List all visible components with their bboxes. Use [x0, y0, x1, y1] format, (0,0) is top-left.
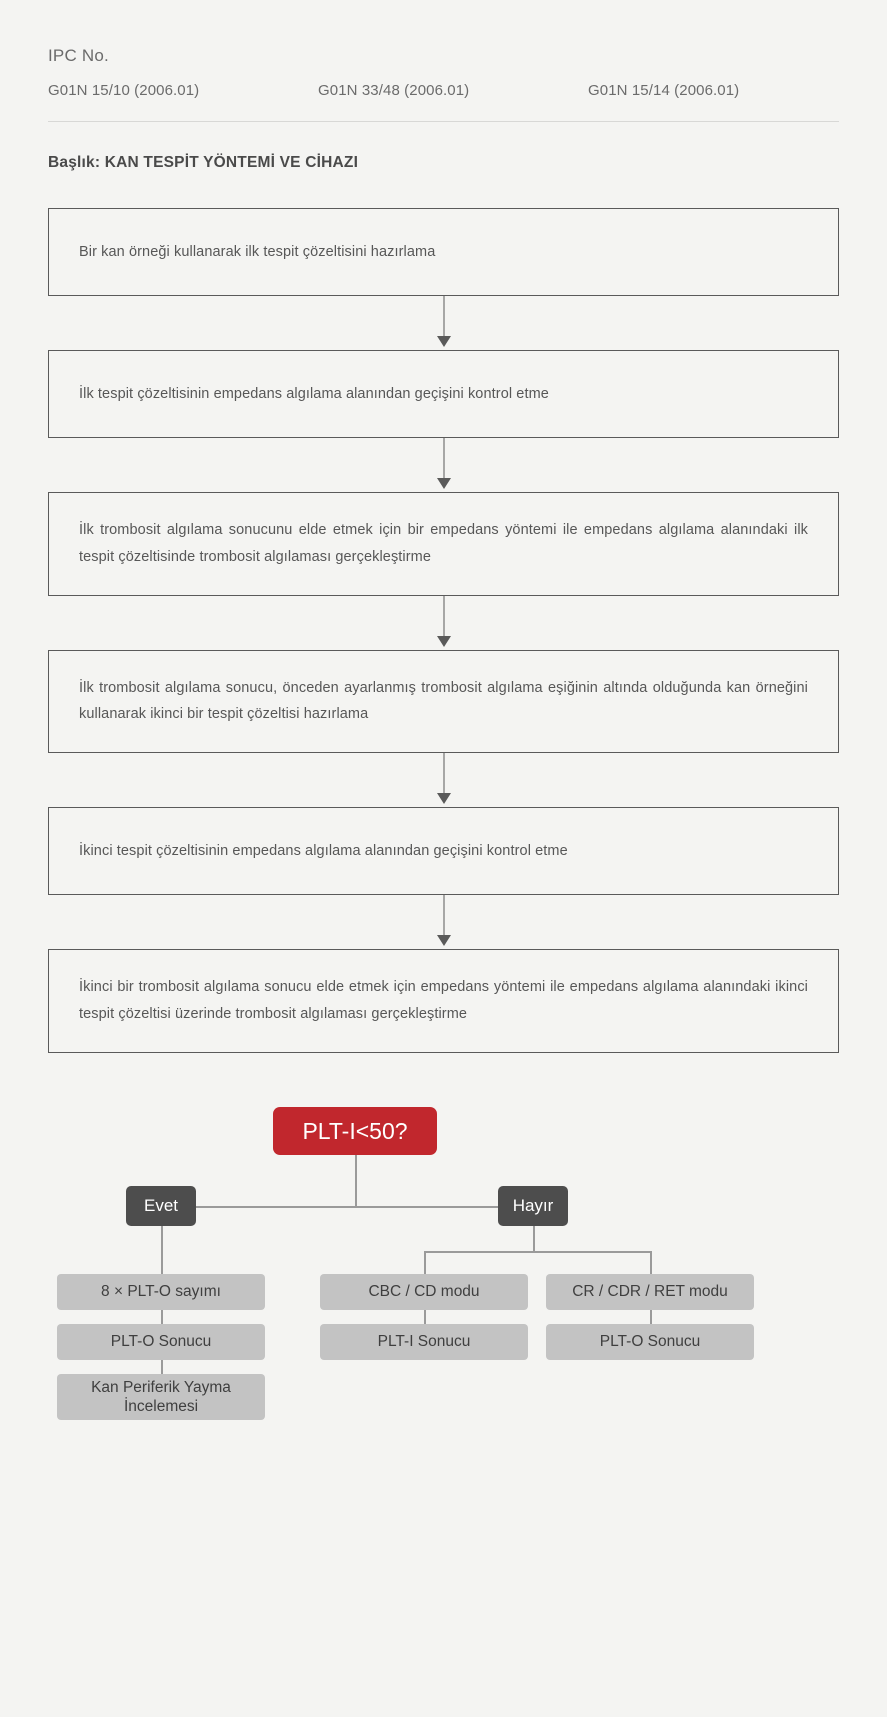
flow-step-1: Bir kan örneği kullanarak ilk tespit çöz…	[48, 208, 839, 296]
process-flowchart: Bir kan örneği kullanarak ilk tespit çöz…	[48, 208, 839, 1053]
arrow-head-icon	[436, 478, 451, 489]
leaf-node-plt-o-result-no-label: PLT-O Sonucu	[599, 1333, 701, 1351]
leaf-node-plt-o-result-yes[interactable]: PLT-O Sonucu	[57, 1323, 265, 1360]
arrow-stem	[443, 296, 444, 338]
arrow-stem	[443, 595, 444, 638]
arrow-head-icon	[436, 635, 451, 647]
tree-line-no-right-down	[650, 1250, 652, 1274]
ipc-code-1: G01N 15/10 (2006.01)	[48, 82, 200, 99]
branch-node-no[interactable]: Hayır	[498, 1185, 568, 1226]
flow-step-1-label: Bir kan örneği kullanarak ilk tespit çöz…	[79, 243, 436, 260]
branch-node-yes-label: Evet	[143, 1196, 179, 1216]
tree-line-decision-stem	[355, 1153, 357, 1208]
decision-node-plt-i[interactable]: PLT-I<50?	[273, 1106, 437, 1155]
tree-line-no-down	[533, 1225, 535, 1252]
ipc-code-row: G01N 15/10 (2006.01) G01N 33/48 (2006.01…	[48, 82, 839, 99]
leaf-node-blood-smear-exam[interactable]: Kan Periferik Yayma İncelemesi	[57, 1373, 265, 1420]
decision-node-label: PLT-I<50?	[302, 1117, 408, 1144]
ipc-code-3: G01N 15/14 (2006.01)	[588, 82, 740, 99]
flow-step-2: İlk tespit çözeltisinin empedans algılam…	[48, 350, 839, 438]
leaf-node-cbc-cd-mode-label: CBC / CD modu	[368, 1283, 480, 1301]
document-header: IPC No. G01N 15/10 (2006.01) G01N 33/48 …	[48, 0, 839, 122]
leaf-node-plt-i-result-label: PLT-I Sonucu	[377, 1333, 471, 1351]
arrow-head-icon	[436, 336, 451, 347]
flow-step-6-label: İkinci bir trombosit algılama sonucu eld…	[79, 979, 808, 1023]
tree-line-no-right-leaf1-leaf2	[650, 1309, 652, 1334]
arrow-stem	[443, 895, 444, 938]
flow-step-3-label: İlk trombosit algılama sonucunu elde etm…	[79, 522, 808, 565]
branch-node-yes[interactable]: Evet	[126, 1185, 196, 1226]
leaf-node-plt-o-result-no[interactable]: PLT-O Sonucu	[546, 1323, 754, 1360]
flow-step-6: İkinci bir trombosit algılama sonucu eld…	[48, 949, 839, 1053]
decision-tree: PLT-I<50? Evet Hayır 8 × PLT-O sayımı PL…	[48, 1087, 839, 1420]
flow-step-4-label: İlk trombosit algılama sonucu, önceden a…	[79, 679, 808, 723]
tree-line-no-split	[424, 1250, 651, 1253]
flow-step-4: İlk trombosit algılama sonucu, önceden a…	[48, 649, 839, 754]
leaf-node-plt-o-count-label: 8 × PLT-O sayımı	[101, 1283, 221, 1301]
leaf-node-cbc-cd-mode[interactable]: CBC / CD modu	[320, 1273, 528, 1310]
tree-line-yes-leaf1-leaf2	[161, 1309, 163, 1334]
arrow-head-icon	[436, 935, 451, 947]
leaf-node-cr-cdr-ret-mode[interactable]: CR / CDR / RET modu	[546, 1273, 754, 1310]
leaf-node-cr-cdr-ret-mode-label: CR / CDR / RET modu	[572, 1283, 728, 1301]
ipc-no-label: IPC No.	[48, 46, 109, 65]
leaf-node-blood-smear-exam-label: Kan Periferik Yayma İncelemesi	[91, 1378, 231, 1415]
arrow-stem	[443, 753, 444, 796]
leaf-node-plt-i-result[interactable]: PLT-I Sonucu	[320, 1323, 528, 1360]
page-title: Başlık: KAN TESPİT YÖNTEMİ VE CİHAZI	[48, 154, 359, 171]
flow-arrow-3	[48, 595, 839, 650]
flow-arrow-5	[48, 895, 839, 949]
flow-arrow-1	[48, 296, 839, 350]
leaf-node-plt-o-result-yes-label: PLT-O Sonucu	[110, 1333, 212, 1351]
tree-line-yes-down	[161, 1225, 163, 1274]
tree-line-no-left-leaf1-leaf2	[424, 1309, 426, 1334]
flow-step-2-label: İlk tespit çözeltisinin empedans algılam…	[79, 385, 549, 402]
tree-line-yes-leaf2-leaf3	[161, 1359, 163, 1384]
arrow-head-icon	[436, 793, 451, 805]
arrow-stem	[443, 438, 444, 480]
flow-step-5-label: İkinci tespit çözeltisinin empedans algı…	[79, 842, 568, 859]
flow-arrow-4	[48, 753, 839, 807]
flow-arrow-2	[48, 438, 839, 492]
flow-step-3: İlk trombosit algılama sonucunu elde etm…	[48, 492, 839, 596]
branch-node-no-label: Hayır	[512, 1196, 554, 1216]
leaf-node-plt-o-count[interactable]: 8 × PLT-O sayımı	[57, 1273, 265, 1310]
tree-line-no-left-down	[424, 1250, 426, 1274]
tree-line-branch-bar	[161, 1205, 548, 1208]
header-divider	[48, 121, 839, 122]
ipc-code-2: G01N 33/48 (2006.01)	[318, 82, 470, 99]
flow-step-5: İkinci tespit çözeltisinin empedans algı…	[48, 807, 839, 896]
